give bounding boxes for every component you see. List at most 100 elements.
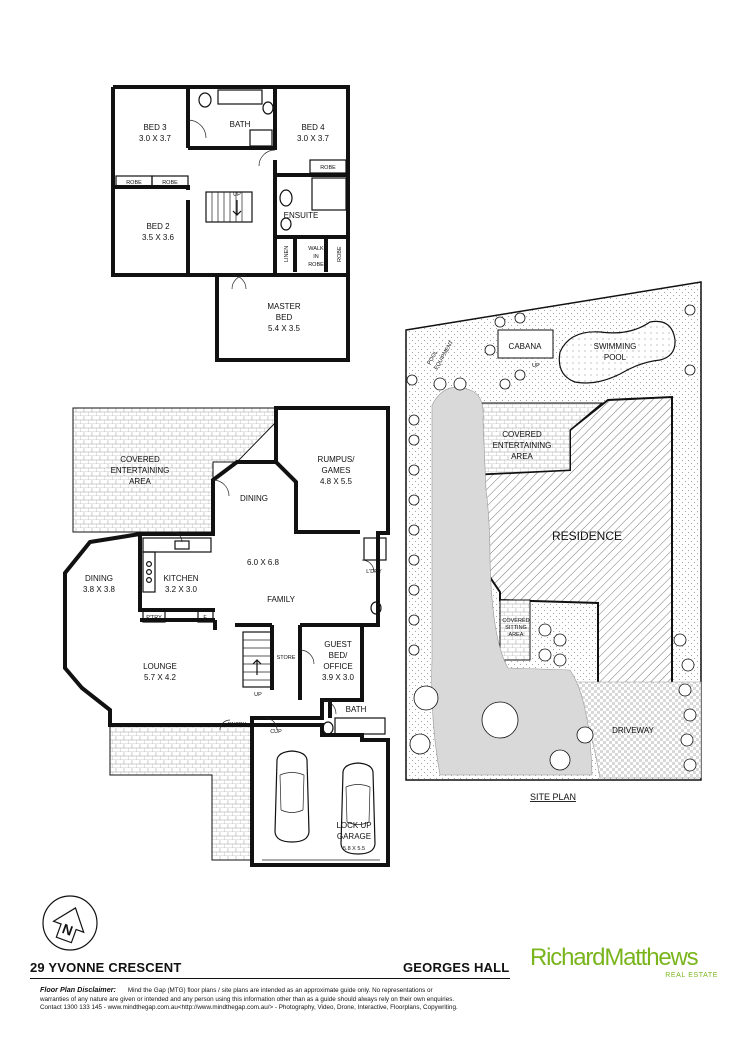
site-covered-sit-label-1: COVERED xyxy=(502,618,529,624)
rumpus-label-1: RUMPUS/ xyxy=(318,455,356,464)
bed2-label: BED 2 xyxy=(146,222,170,231)
ground-toilet xyxy=(370,601,382,615)
property-address: 29 YVONNE CRESCENT xyxy=(30,960,182,975)
bath-shower xyxy=(249,129,273,147)
car-left-icon xyxy=(274,750,310,843)
robe-label-a: ROBE xyxy=(126,180,142,186)
rumpus-label-2: GAMES xyxy=(322,466,351,475)
upper-floor-outline xyxy=(111,85,350,362)
cabana xyxy=(497,329,554,359)
cupboard-label: CUP xyxy=(270,729,282,735)
car-right-icon xyxy=(340,762,376,855)
bed3-label: BED 3 xyxy=(143,123,167,132)
guest-label-1: GUEST xyxy=(324,640,352,649)
ground-bath-toilet xyxy=(322,721,334,735)
dining-upper-label: DINING xyxy=(240,494,268,503)
site-covered-sit-label-2: SITTING xyxy=(505,625,527,631)
dining-size: 3.8 X 3.8 xyxy=(83,585,116,594)
bath-toilet xyxy=(262,101,274,115)
guest-label-3: OFFICE xyxy=(323,662,352,671)
robe-bed4 xyxy=(309,159,347,174)
family-label: FAMILY xyxy=(267,595,296,604)
garage-label-2: GARAGE xyxy=(337,832,371,841)
ensuite-shower xyxy=(311,177,347,211)
site-plants xyxy=(406,304,697,772)
site-covered-ent-label-3: AREA xyxy=(511,452,533,461)
upper-bath-label: BATH xyxy=(230,120,251,129)
lounge-label: LOUNGE xyxy=(143,662,177,671)
covered-ent-label-1: COVERED xyxy=(120,455,160,464)
agency-logo-name: RichardMatthews xyxy=(530,944,699,972)
guest-size: 3.9 X 3.0 xyxy=(322,673,355,682)
agency-logo-tagline: REAL ESTATE xyxy=(665,972,718,979)
upper-internal-walls xyxy=(113,87,348,277)
store-label: STORE xyxy=(277,655,296,661)
cabana-label: CABANA xyxy=(509,342,543,351)
kitchen-label: KITCHEN xyxy=(163,574,198,583)
garage-walls xyxy=(250,723,390,867)
robe-label-b: ROBE xyxy=(162,180,178,186)
agency-logo: RichardMatthews REAL ESTATE xyxy=(530,944,720,984)
site-covered-sitting xyxy=(499,599,531,661)
front-porch xyxy=(109,724,253,861)
ground-stairs xyxy=(242,631,272,688)
covered-ent-label-3: AREA xyxy=(129,477,151,486)
robe-label-c: ROBE xyxy=(320,165,336,171)
ground-floor: COVERED ENTERTAINING AREA DINING RUMPUS/… xyxy=(63,406,390,867)
ground-bath-vanity xyxy=(334,717,386,735)
rumpus-size: 4.8 X 5.5 xyxy=(320,477,353,486)
kitchen-cabinets xyxy=(142,537,214,623)
pantry-label: P'TRY xyxy=(146,615,162,621)
dining-label: DINING xyxy=(85,574,113,583)
upper-floor: BED 3 3.0 X 3.7 BATH BED 4 3.0 X 3.7 ROB… xyxy=(111,85,350,362)
robe-label-d: ROBE xyxy=(337,246,343,262)
site-covered-sit-label-3: AREA xyxy=(509,632,524,638)
entry-label: ENTRY xyxy=(228,722,247,728)
bath-vanity xyxy=(217,89,263,105)
upper-stairs xyxy=(205,191,253,223)
upper-stairs-up-label: UP xyxy=(233,192,241,198)
site-plan: CABANA SWIMMING POOL POOL EQUIPMENT UP C… xyxy=(405,281,702,802)
ground-bath-label: BATH xyxy=(346,705,367,714)
driveway-label: DRIVEWAY xyxy=(612,726,654,735)
fridge-label: F xyxy=(203,615,207,621)
garage-label-1: LOCK UP xyxy=(336,821,371,830)
robe-bed2 xyxy=(151,175,189,188)
upper-door-arcs xyxy=(187,119,276,290)
residence-label: RESIDENCE xyxy=(552,529,622,543)
bath-basin xyxy=(198,92,212,108)
ground-stairs-up-label: UP xyxy=(254,692,262,698)
laundry-tub xyxy=(363,537,387,561)
master-label-2: BED xyxy=(276,313,293,322)
bed4-label: BED 4 xyxy=(301,123,325,132)
bed3-size: 3.0 X 3.7 xyxy=(139,134,172,143)
disclaimer-line-3: Contact 1300 133 145 - www.mindthegap.co… xyxy=(40,1004,458,1012)
ground-door-arcs xyxy=(171,479,375,731)
garage-size: 5.8 X 5.5 xyxy=(343,846,365,852)
master-label-1: MASTER xyxy=(267,302,301,311)
guest-label-2: BED/ xyxy=(329,651,348,660)
site-plan-title: SITE PLAN xyxy=(530,792,576,802)
ground-floor-outline xyxy=(63,406,390,727)
laundry-label: L'DRY xyxy=(366,569,382,575)
kitchen-size: 3.2 X 3.0 xyxy=(165,585,198,594)
site-up-label: UP xyxy=(532,363,540,369)
disclaimer-heading: Floor Plan Disclaimer: xyxy=(40,985,116,994)
agency-logo-part2: Matthews xyxy=(604,944,698,971)
swimming-pool xyxy=(558,320,676,384)
wir-label-3: ROBE xyxy=(308,262,324,268)
bed4-size: 3.0 X 3.7 xyxy=(297,134,330,143)
property-suburb: GEORGES HALL xyxy=(403,960,510,975)
north-arrow-icon: N xyxy=(42,895,98,951)
floor-plan-disclaimer: Floor Plan Disclaimer:Mind the Gap (MTG)… xyxy=(40,985,540,1013)
family-size: 6.0 X 6.8 xyxy=(247,558,280,567)
lounge-size: 5.7 X 4.2 xyxy=(144,673,177,682)
bed2-size: 3.5 X 3.6 xyxy=(142,233,175,242)
agency-logo-part1: Richard xyxy=(530,944,606,971)
covered-entertaining-area xyxy=(72,407,277,533)
wir-label-1: WALK xyxy=(308,246,324,252)
ensuite-basin xyxy=(279,189,293,207)
site-path xyxy=(431,386,593,776)
footer-divider xyxy=(30,978,510,979)
